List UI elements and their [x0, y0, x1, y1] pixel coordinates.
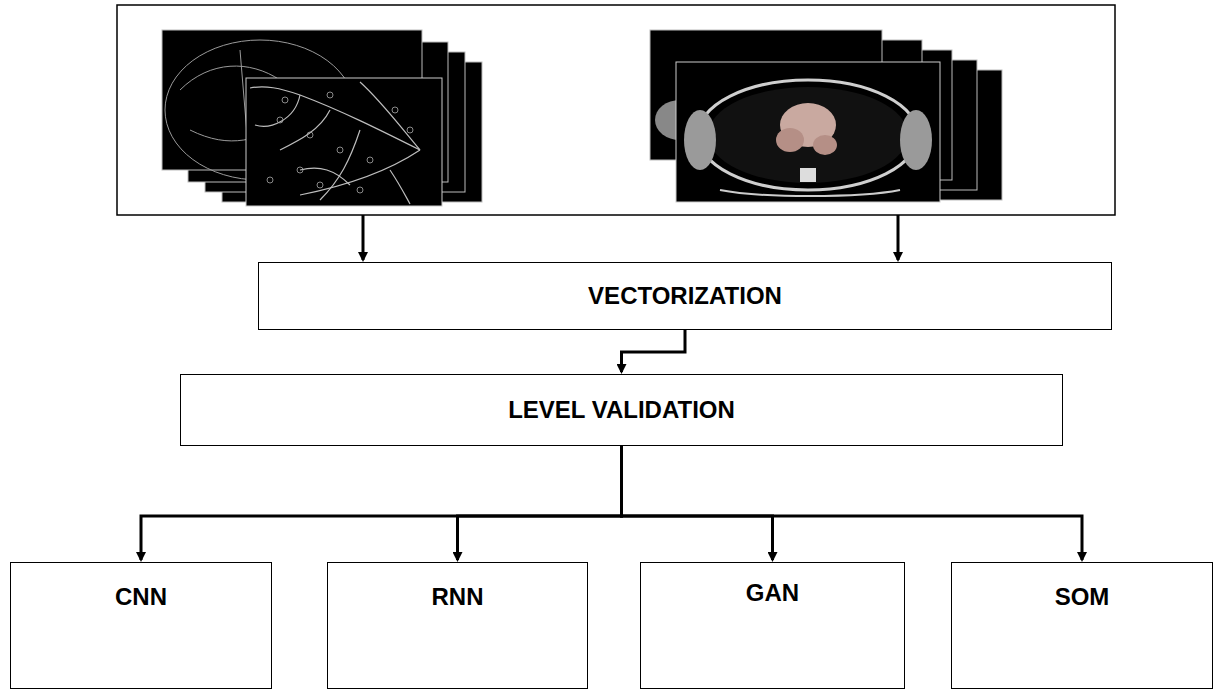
model-box: SOM [951, 562, 1213, 689]
process-box: VECTORIZATION [258, 262, 1112, 330]
flow-arrow [362, 215, 365, 260]
box-label: VECTORIZATION [588, 282, 782, 310]
flow-arrow [622, 330, 686, 372]
box-label: RNN [432, 583, 484, 611]
box-label: SOM [1055, 583, 1110, 611]
box-label: LEVEL VALIDATION [508, 396, 735, 424]
process-box: LEVEL VALIDATION [180, 374, 1063, 446]
box-label: GAN [746, 579, 799, 607]
retina-stack [162, 30, 482, 206]
image-frame [117, 5, 1115, 215]
model-box: GAN [640, 562, 905, 689]
flow-arrow [622, 446, 773, 560]
flow-arrow [622, 446, 1083, 560]
model-box: RNN [327, 562, 588, 689]
model-box: CNN [10, 562, 272, 689]
ct-stack [650, 30, 1002, 202]
box-label: CNN [115, 583, 167, 611]
flow-arrow [897, 215, 900, 260]
flow-arrow [141, 446, 622, 560]
flow-arrow [458, 446, 622, 560]
